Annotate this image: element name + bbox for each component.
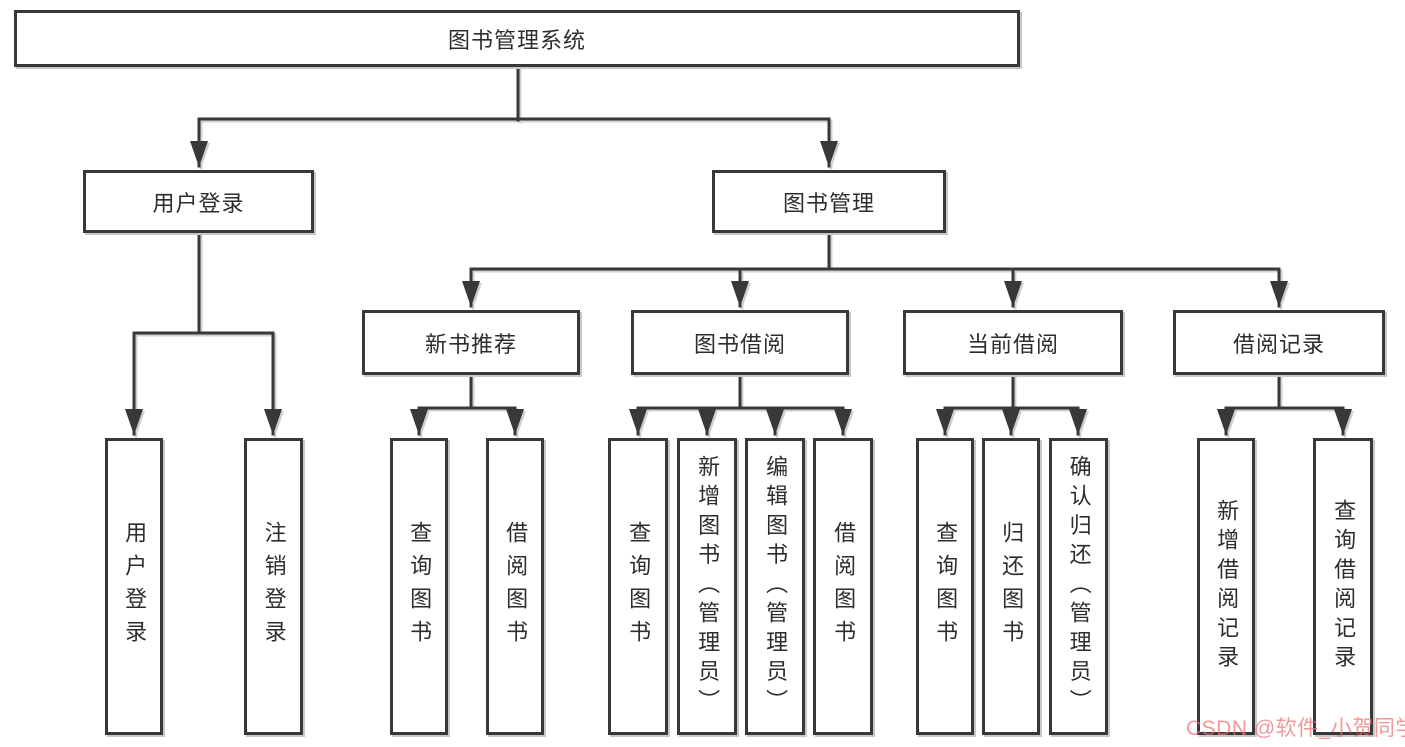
node-current-borrow-label: 当前借阅 bbox=[966, 331, 1059, 357]
node-nb-borrow-book: 借阅图书 bbox=[486, 438, 544, 735]
node-new-book-recommend-label: 新书推荐 bbox=[424, 331, 517, 357]
node-cb-confirm-return-admin: 确认归还（管理员） bbox=[1049, 438, 1108, 735]
node-rec-add-record: 新增借阅记录 bbox=[1197, 438, 1255, 735]
node-rec-query-record-label: 查询借阅记录 bbox=[1331, 498, 1357, 675]
node-bb-query-book-label: 查询图书 bbox=[626, 520, 652, 653]
node-logout-label: 注销登录 bbox=[261, 520, 287, 653]
node-user-login-leaf-label: 用户登录 bbox=[122, 520, 148, 653]
node-bb-edit-book-admin: 编辑图书（管理员） bbox=[745, 438, 805, 735]
watermark: CSDN @软件_小贺同学 bbox=[1186, 717, 1405, 740]
node-cb-query-book-label: 查询图书 bbox=[933, 520, 959, 653]
node-bb-add-book-admin: 新增图书（管理员） bbox=[677, 438, 737, 735]
node-bb-borrow-book: 借阅图书 bbox=[813, 438, 873, 735]
node-logout: 注销登录 bbox=[244, 438, 303, 735]
node-book-borrow-label: 图书借阅 bbox=[693, 331, 786, 357]
node-book-borrow: 图书借阅 bbox=[631, 310, 849, 375]
node-user-login-label: 用户登录 bbox=[152, 190, 245, 216]
node-cb-confirm-return-admin-label: 确认归还（管理员） bbox=[1066, 454, 1092, 719]
node-bb-add-book-admin-label: 新增图书（管理员） bbox=[695, 454, 721, 719]
node-book-management: 图书管理 bbox=[712, 170, 946, 233]
node-cb-return-book-label: 归还图书 bbox=[999, 520, 1025, 653]
node-nb-borrow-book-label: 借阅图书 bbox=[503, 520, 529, 653]
node-nb-query-book-label: 查询图书 bbox=[407, 520, 433, 653]
node-user-login: 用户登录 bbox=[83, 170, 314, 233]
node-book-management-label: 图书管理 bbox=[782, 190, 875, 216]
node-current-borrow: 当前借阅 bbox=[903, 310, 1123, 375]
node-bb-query-book: 查询图书 bbox=[608, 438, 668, 735]
node-rec-add-record-label: 新增借阅记录 bbox=[1214, 498, 1240, 675]
node-borrow-records: 借阅记录 bbox=[1173, 310, 1385, 375]
node-root-label: 图书管理系统 bbox=[447, 27, 586, 53]
node-nb-query-book: 查询图书 bbox=[390, 438, 448, 735]
node-cb-query-book: 查询图书 bbox=[916, 438, 974, 735]
node-borrow-records-label: 借阅记录 bbox=[1232, 331, 1325, 357]
node-root: 图书管理系统 bbox=[14, 10, 1020, 67]
node-new-book-recommend: 新书推荐 bbox=[362, 310, 580, 375]
node-cb-return-book: 归还图书 bbox=[982, 438, 1040, 735]
node-rec-query-record: 查询借阅记录 bbox=[1313, 438, 1373, 735]
node-user-login-leaf: 用户登录 bbox=[105, 438, 163, 735]
node-bb-borrow-book-label: 借阅图书 bbox=[831, 520, 857, 653]
node-bb-edit-book-admin-label: 编辑图书（管理员） bbox=[763, 454, 789, 719]
